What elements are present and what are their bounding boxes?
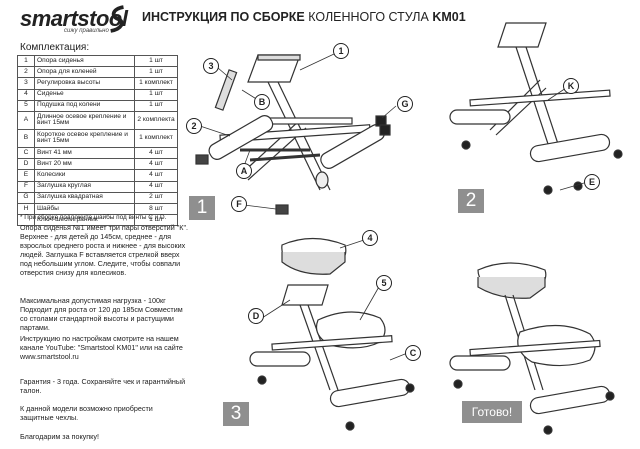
step1-diagram [195,54,391,215]
kit-qty: 1 шт [134,214,178,227]
brand-mark-icon [110,5,124,33]
paragraph-thanks: Благодарим за покупку! [20,432,99,441]
callout-f: F [231,196,247,212]
paragraph-load: Максимальная допустимая нагрузка - 100кг… [20,296,183,332]
kit-qty: 8 шт [134,202,178,216]
kit-qty: 4 шт [134,169,178,182]
title-model: KM01 [432,10,466,24]
paragraph-covers: К данной модели возможно приобрести защи… [20,404,153,422]
paragraph-warranty: Гарантия - 3 года. Сохраняйте чек и гара… [20,377,186,395]
final-diagram [449,262,615,435]
done-badge: Готово! [462,401,522,423]
title-mid: КОЛЕННОГО СТУЛА [308,10,429,24]
brand-logo: smartstool [20,6,128,31]
kit-id: G [17,191,35,204]
callout-g: G [397,96,413,112]
title-left: ИНСТРУКЦИЯ ПО СБОРКЕ [142,10,305,24]
kit-name: Заглушка квадратная [34,191,135,204]
callout-e: E [584,174,600,190]
kit-qty: 4 шт [134,180,178,193]
kit-qty: 2 комплекта [134,110,178,130]
kit-qty: 2 шт [134,191,178,204]
callout-4: 4 [362,230,378,246]
brand-tagline: сижу правильно [64,28,109,34]
kit-qty: 4 шт [134,146,178,160]
callout-1: 1 [333,43,349,59]
kit-heading: Комплектация: [20,42,90,53]
kit-qty: 1 шт [134,99,178,112]
callout-2: 2 [186,118,202,134]
kit-id: 5 [17,99,35,112]
kit-name: Винт 20 мм [34,158,135,171]
callout-k: K [563,78,579,94]
kit-qty: 4 шт [134,158,178,171]
callout-3: 3 [203,58,219,74]
callout-d: D [248,308,264,324]
step-1-badge: 1 [189,196,215,220]
kit-name: Заглушка круглая [34,180,135,193]
step-3-badge: 3 [223,402,249,426]
kit-id: E [17,169,35,182]
callout-b: B [254,94,270,110]
kit-name: Шайбы [34,202,135,216]
paragraph-youtube: Инструкцию по настройкам смотрите на наш… [20,334,183,361]
step3-diagram [249,237,415,431]
step2-diagram [449,22,623,195]
paragraph-holes: Опора сиденья №1 имеет три пары отверсти… [20,223,188,277]
callout-5: 5 [376,275,392,291]
step-2-badge: 2 [458,189,484,213]
callout-a: A [236,163,252,179]
callout-c: C [405,345,421,361]
page-title: ИНСТРУКЦИЯ ПО СБОРКЕ КОЛЕННОГО СТУЛА KM0… [142,10,466,24]
kit-name: Короткое осевое крепление и винт 15мм [34,128,135,148]
kit-note: * При сборке подложите шайбы под винты C… [20,214,167,221]
